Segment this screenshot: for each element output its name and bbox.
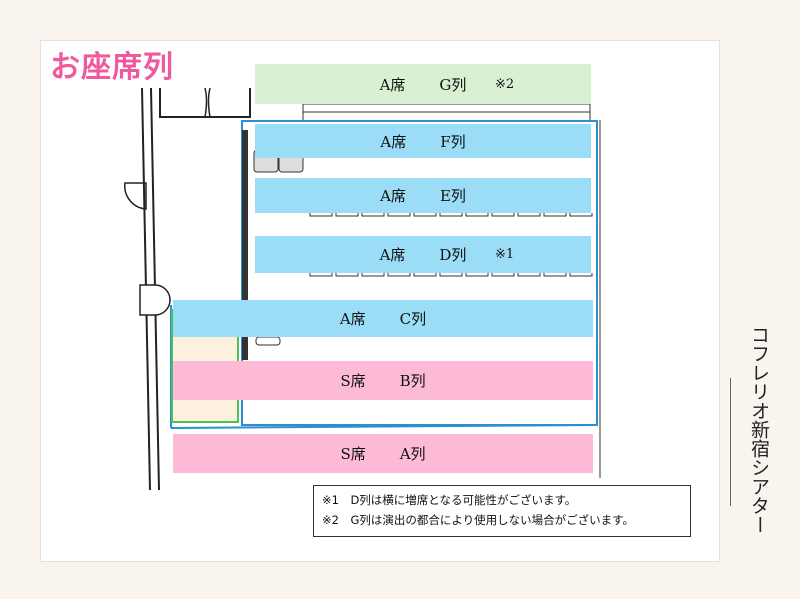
row-banner-g: A席 G列 ※2 <box>255 64 591 104</box>
row-label: C列 <box>399 310 427 328</box>
row-label: E列 <box>439 187 466 205</box>
seat-class: A席 <box>380 187 406 205</box>
venue-name: コフレリオ新宿シアター <box>748 325 770 534</box>
page-title: お座席列 <box>50 50 174 85</box>
seat-class: S席 <box>340 372 366 390</box>
row-banner-d: A席 D列 ※1 <box>255 236 591 273</box>
row-note: ※1 <box>495 247 515 262</box>
seat-class: A席 <box>380 132 407 151</box>
note-2: ※2 G列は演出の都合により使用しない場合がございます。 <box>322 513 634 527</box>
note-1: ※1 D列は横に増席となる可能性がございます。 <box>322 493 577 507</box>
seat-class: A席 <box>379 246 406 264</box>
row-banner-e: A席 E列 <box>255 178 591 213</box>
notes-box: ※1 D列は横に増席となる可能性がございます。 ※2 G列は演出の都合により使用… <box>313 485 691 537</box>
row-label: A列 <box>399 445 426 463</box>
row-label: F列 <box>440 132 466 151</box>
row-banner-c: A席 C列 <box>173 300 593 337</box>
seat-class: A席 <box>379 75 406 94</box>
divider <box>730 378 731 506</box>
row-note: ※2 <box>495 76 515 92</box>
row-label: D列 <box>439 246 467 264</box>
seat-class: A席 <box>339 310 366 328</box>
seat-class: S席 <box>340 445 366 463</box>
row-banner-a: S席 A列 <box>173 434 593 473</box>
row-label: B列 <box>399 372 426 390</box>
row-banner-f: A席 F列 <box>255 124 591 158</box>
row-banner-b: S席 B列 <box>173 361 593 400</box>
row-label: G列 <box>439 75 467 94</box>
